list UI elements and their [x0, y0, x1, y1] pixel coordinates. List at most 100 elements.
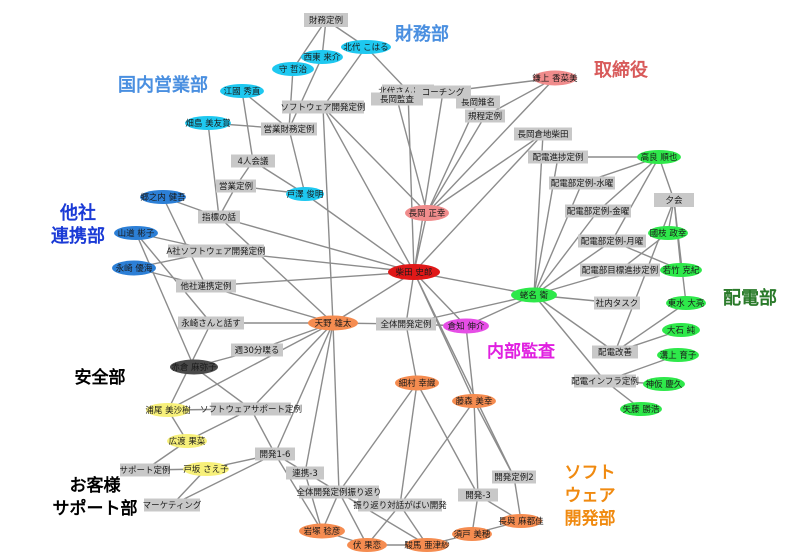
meeting-node-m_kansa[interactable]: 長岡監査 — [371, 92, 423, 106]
meeting-node-m_nagasaki_talk[interactable]: 永崎さんと話す — [178, 316, 244, 330]
person-node-p_hirose[interactable]: 広渡 果菜 — [167, 434, 207, 448]
person-node-p_nagaoka[interactable]: 長岡 正幸 — [405, 205, 449, 221]
group-label-soft1: ソフト — [565, 463, 616, 483]
person-node-p_akakura[interactable]: 赤倉 麻弥子 — [170, 359, 218, 375]
meeting-node-m_zaimu[interactable]: 財務定例 — [304, 13, 348, 27]
meeting-node-m_shihyo[interactable]: 指標の話 — [198, 210, 240, 224]
meeting-node-m_renkei3[interactable]: 連携-3 — [286, 466, 324, 480]
meeting-node-m_furikaeri[interactable]: 振り返り対話がばい開発 — [353, 498, 447, 512]
edge-m_haiden_getsu-p_ebina — [533, 240, 613, 296]
meeting-node-m_marketing[interactable]: マーケティング — [143, 498, 202, 512]
meeting-node-m_kaihatsu3[interactable]: 開発-3 — [458, 488, 498, 502]
meeting-node-m_coaching[interactable]: コーチング — [415, 85, 471, 99]
meeting-node-m_haiden_mokuhyo[interactable]: 配電部目標進捗定例 — [580, 263, 660, 277]
meeting-node-m_soft_kaihatsu[interactable]: ソフトウェア開発定例 — [280, 100, 366, 114]
person-node-p_amano[interactable]: 天野 雄太 — [308, 315, 358, 331]
person-node-p_tosaka[interactable]: 戸坂 さえ子 — [183, 462, 229, 476]
edge-p_kurachi-p_shibata — [413, 271, 467, 327]
person-node-p_fujimori[interactable]: 藤森 美幸 — [452, 394, 496, 408]
node-label: 週30分喋る — [235, 346, 280, 356]
person-ellipse — [405, 205, 449, 221]
meeting-node-m_eigyo_zaimu[interactable]: 営業財務定例 — [261, 122, 317, 136]
person-node-p_yamamichi[interactable]: 山道 彬子 — [114, 226, 158, 240]
meeting-box — [304, 13, 348, 27]
meeting-box — [120, 463, 170, 477]
person-node-p_kamiyama[interactable]: 神仮 慶久 — [643, 377, 685, 391]
person-node-p_oishi[interactable]: 大石 純 — [662, 323, 700, 337]
person-node-p_orinouchi[interactable]: 郷之内 健吾 — [140, 190, 186, 204]
meeting-node-m_kitei[interactable]: 規程定例 — [465, 109, 505, 123]
meeting-node-m_haiden_shinchoku[interactable]: 配電進捗定例 — [528, 150, 588, 164]
person-node-p_mizokami[interactable]: 溝上 育子 — [657, 348, 699, 362]
meeting-node-m_haiden_kaizen[interactable]: 配電改善 — [592, 345, 638, 359]
person-ellipse — [657, 348, 699, 362]
person-node-p_kurachi[interactable]: 倉知 伸介 — [443, 318, 489, 334]
person-node-p_osaka[interactable]: 長與 麻都佳 — [498, 514, 544, 528]
group-label-board: 取締役 — [594, 59, 648, 81]
edge-p_nagaoka-m_nagaoka_kura — [426, 133, 544, 214]
meeting-node-m_kaihatsu16[interactable]: 開発1-6 — [255, 447, 295, 461]
meeting-node-m_haiden_kin[interactable]: 配電部定例-金曜 — [565, 204, 631, 218]
node-label: 夕会 — [665, 195, 683, 206]
meeting-node-m_haiden_getsu[interactable]: 配電部定例-月曜 — [578, 234, 646, 248]
person-node-p_fuku[interactable]: 伏 果恋 — [347, 538, 387, 552]
group-label-support1: お客様 — [70, 475, 122, 496]
person-node-p_hosomura[interactable]: 細村 幸織 — [395, 375, 439, 391]
meeting-node-m_kaihatsu2[interactable]: 開発定例2 — [492, 470, 536, 484]
edge-m_marketing-m_kaihatsu16 — [171, 453, 276, 506]
person-node-p_emi[interactable]: 江國 秀直 — [220, 84, 264, 98]
meeting-node-m_shu30[interactable]: 週30分喋る — [231, 343, 283, 357]
meeting-node-m_haiden_sui[interactable]: 配電部定例-水曜 — [549, 176, 615, 190]
meeting-box — [514, 127, 572, 141]
meeting-node-m_nagaoka_kura[interactable]: 長岡倉地柴田 — [514, 127, 572, 141]
person-node-p_yabe[interactable]: 矢藤 勝浩 — [620, 402, 662, 416]
node-label: 永崎さんと話す — [181, 318, 241, 329]
meeting-node-m_zentai_furikaeri[interactable]: 全体開発定例振り返り — [296, 485, 382, 499]
person-node-p_ryoma[interactable]: 駿馬 亜津紗 — [404, 538, 450, 552]
meeting-box — [144, 498, 200, 512]
person-node-p_sunohara[interactable]: 須戸 美穂 — [452, 527, 492, 541]
edge-m_renkei3-p_iwatsuka — [304, 472, 323, 532]
person-ellipse — [140, 190, 186, 204]
meeting-node-m_zentai_kaihatsu[interactable]: 全体開発定例 — [376, 317, 436, 331]
person-node-p_ebina[interactable]: 蛯名 衛 — [511, 287, 557, 303]
person-ellipse — [660, 263, 702, 277]
meeting-node-m_ahasoft[interactable]: A社ソフトウェア開発定例 — [166, 244, 266, 258]
person-ellipse — [533, 70, 577, 86]
meeting-box — [415, 85, 471, 99]
person-node-p_shibata[interactable]: 柴田 史郎 — [388, 264, 440, 280]
person-node-p_kitashiro[interactable]: 北代 こはる — [341, 40, 391, 54]
meeting-box — [654, 193, 694, 207]
person-node-p_iwatsuka[interactable]: 岩塚 稔彦 — [299, 523, 345, 539]
meeting-node-m_eigyo[interactable]: 営業定例 — [216, 179, 256, 193]
meeting-node-m_tasha_renkei[interactable]: 他社連携定例 — [176, 279, 236, 293]
meeting-node-m_yonin[interactable]: 4人会議 — [231, 154, 275, 168]
person-ellipse — [452, 527, 492, 541]
person-node-p_takara[interactable]: 高良 順也 — [637, 150, 681, 164]
person-node-p_urao[interactable]: 浦尾 美沙樹 — [145, 403, 191, 417]
person-node-p_nagasaki[interactable]: 永崎 優海 — [112, 260, 156, 276]
meeting-node-m_nagaoka_ue[interactable]: 長岡雉名 — [456, 95, 500, 109]
node-label: 開発1-6 — [260, 450, 291, 460]
person-ellipse — [395, 375, 439, 391]
person-node-p_kunimatsu[interactable]: 國枝 政幸 — [648, 226, 688, 240]
meeting-node-m_shanai_task[interactable]: 社内タスク — [594, 296, 640, 310]
person-node-p_higashimizu[interactable]: 東水 大亮 — [666, 296, 706, 310]
group-label-partner1: 他社 — [59, 202, 96, 224]
person-node-p_mamoru[interactable]: 守 哲治 — [272, 62, 314, 76]
person-node-p_wakatake[interactable]: 若竹 克紀 — [660, 263, 702, 277]
meeting-node-m_support[interactable]: サポート定例 — [119, 463, 171, 477]
person-ellipse — [286, 187, 324, 201]
meeting-box — [282, 100, 364, 114]
person-node-p_sano[interactable]: 鎌上 香菜美 — [532, 70, 578, 86]
meeting-node-m_haiden_infra[interactable]: 配電インフラ定例 — [571, 374, 639, 388]
node-label: 振り返り対話がばい開発 — [353, 500, 447, 511]
person-ellipse — [347, 538, 387, 552]
node-label: 北代 こはる — [343, 42, 388, 53]
person-node-p_hatajima[interactable]: 畑島 美友賞 — [185, 116, 231, 130]
meeting-node-m_soft_support[interactable]: ソフトウェアサポート定例 — [200, 402, 302, 416]
meeting-node-m_yukai[interactable]: 夕会 — [654, 193, 694, 207]
person-node-p_nishihigashi[interactable]: 西東 来介 — [301, 50, 343, 64]
node-label: 山道 彬子 — [118, 228, 155, 239]
person-node-p_hayato[interactable]: 戸澤 俊明 — [286, 187, 324, 201]
